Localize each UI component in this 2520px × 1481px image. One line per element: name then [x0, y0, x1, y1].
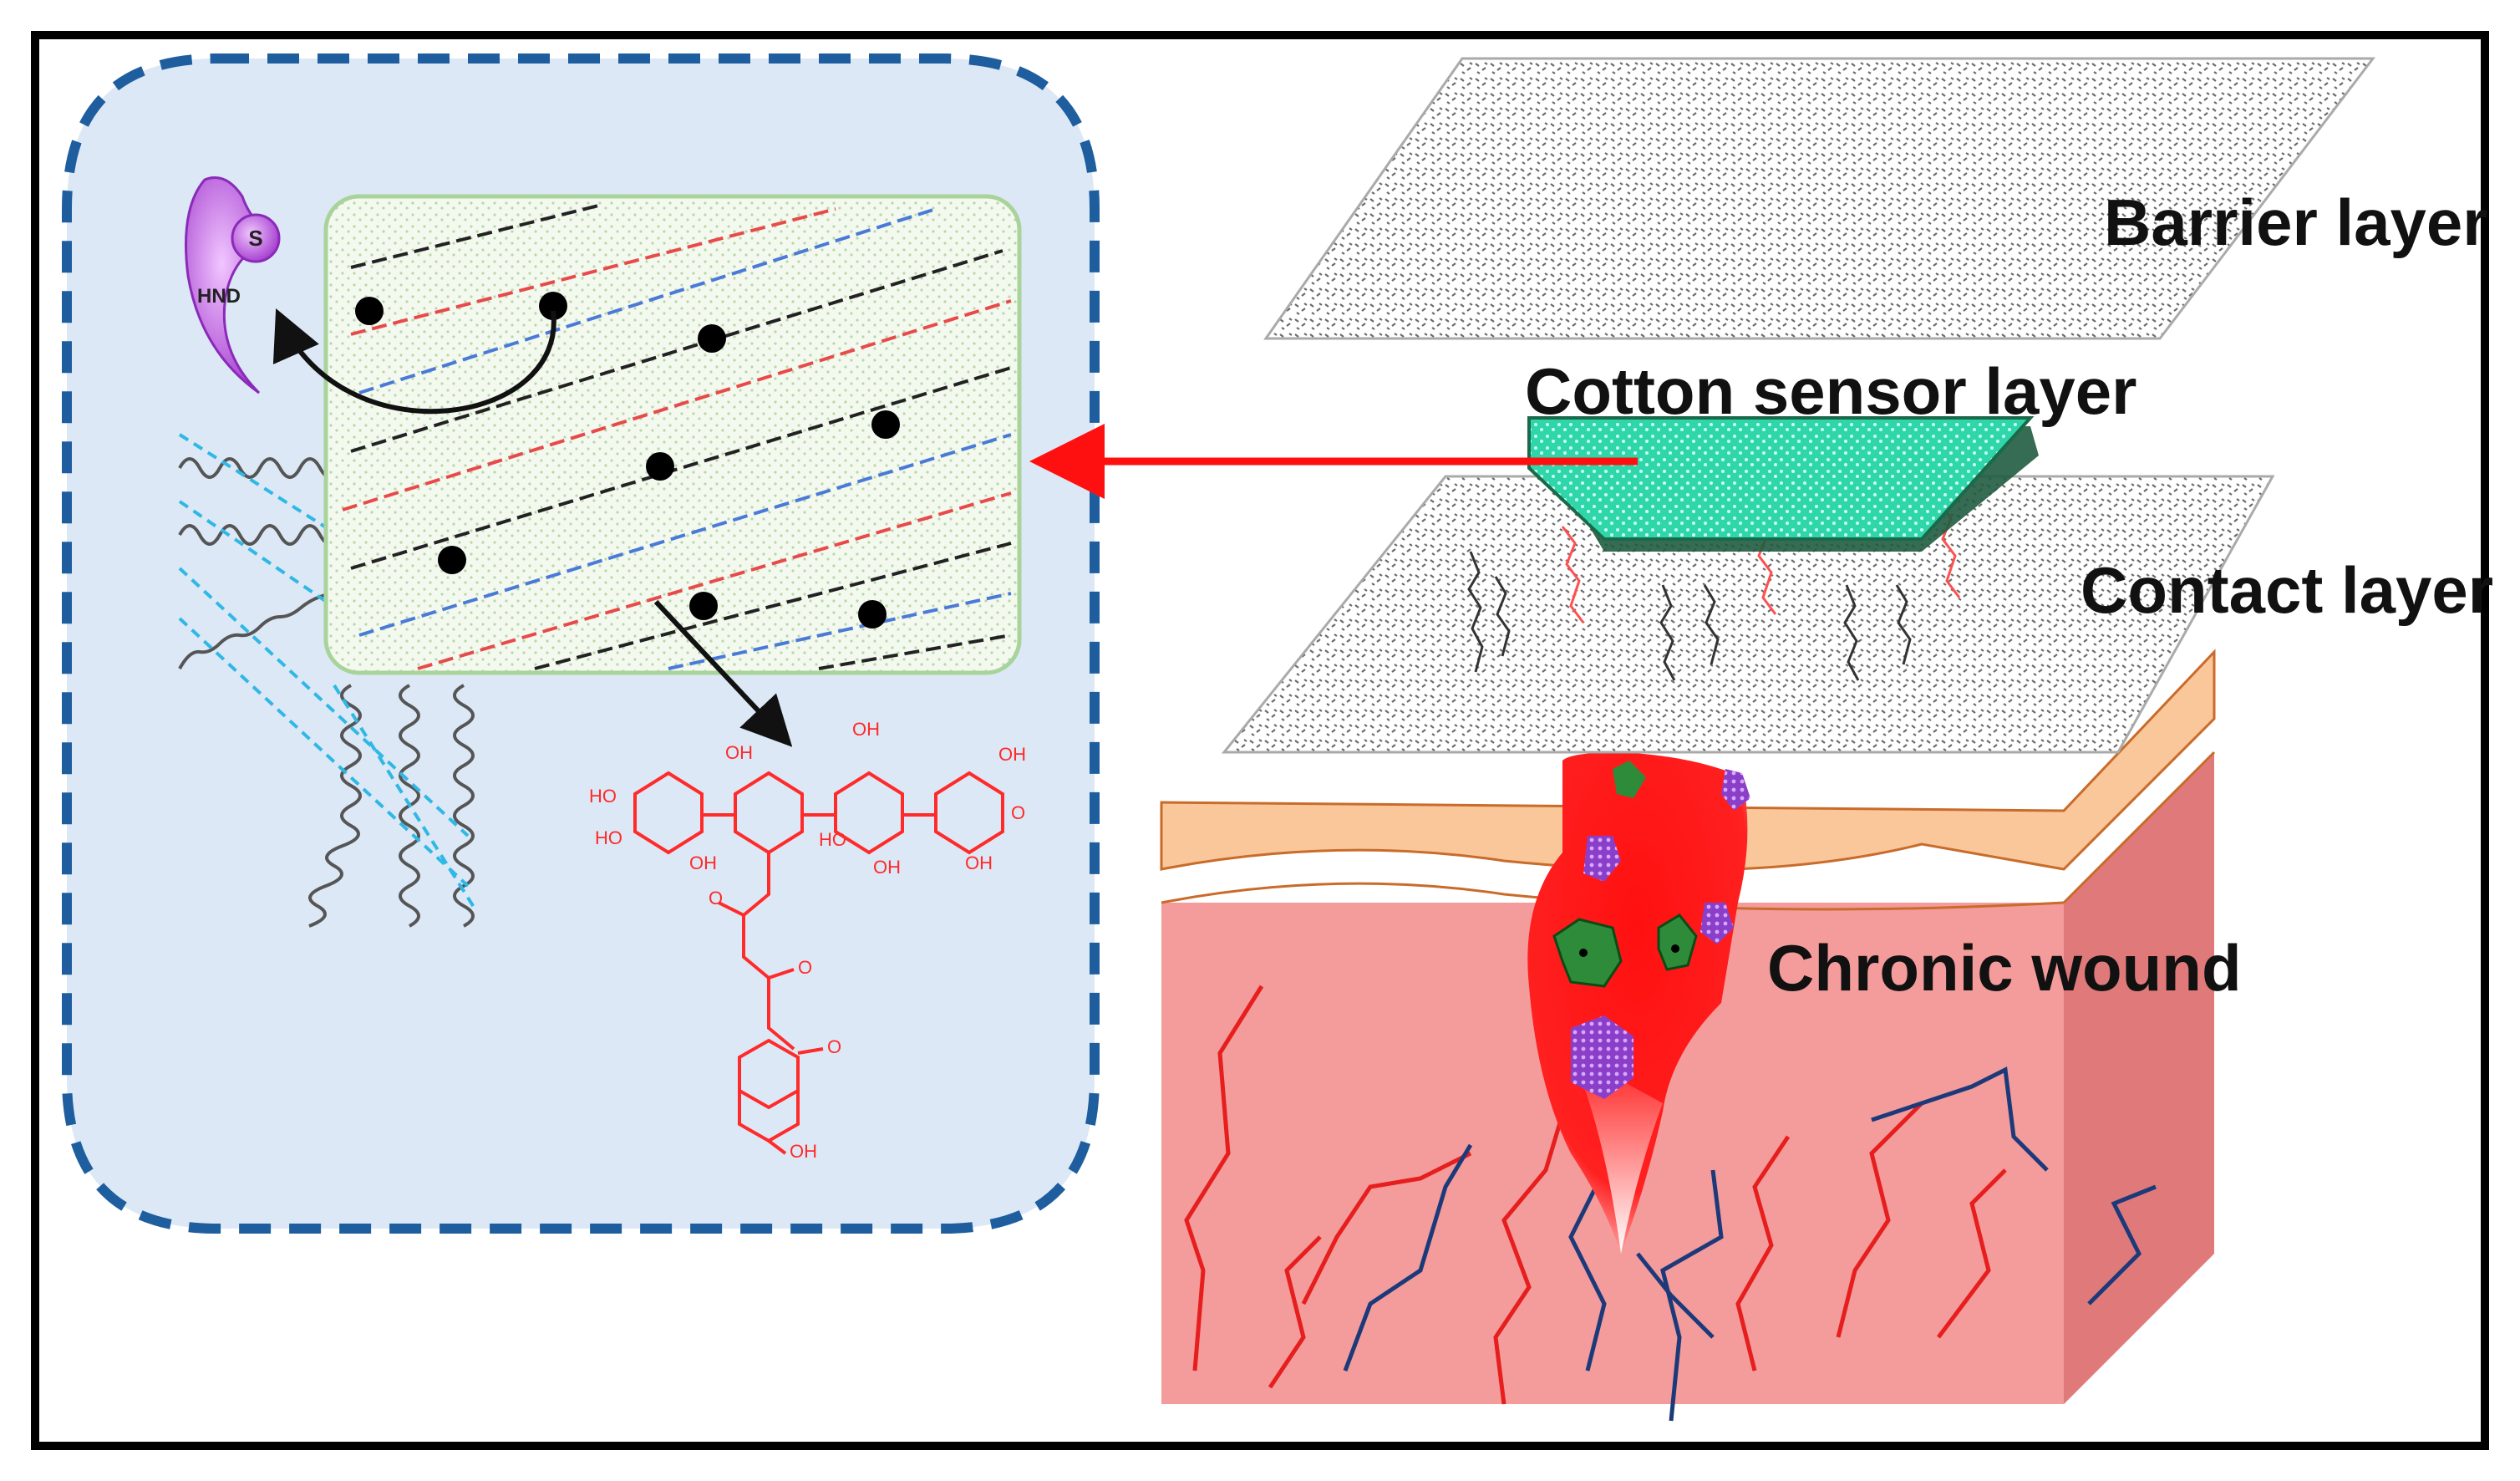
substrate-s-label: S — [248, 226, 262, 251]
svg-text:OH: OH — [852, 719, 880, 740]
sensor-fiber-block — [323, 194, 1022, 675]
tissue-block — [1160, 649, 2216, 1404]
svg-text:O: O — [798, 957, 812, 978]
contact-layer-label: Contact layer — [2081, 553, 2493, 627]
chronic-wound-label: Chronic wound — [1767, 931, 2242, 1005]
zoom-panel: S HND OH OH OH HO HO HO — [62, 53, 1100, 1234]
svg-text:O: O — [1011, 802, 1025, 823]
blood-vessels — [1184, 985, 2157, 1422]
substrate-dots — [355, 292, 900, 629]
hnd-label: HND — [197, 285, 241, 308]
curved-arrow — [273, 308, 556, 415]
pendant-molecules — [1467, 501, 1961, 681]
svg-text:O: O — [827, 1036, 841, 1057]
svg-text:OH: OH — [998, 744, 1026, 765]
svg-text:OH: OH — [725, 742, 753, 763]
svg-text:OH: OH — [873, 857, 901, 878]
hnd-enzyme: S HND — [185, 176, 281, 394]
barrier-layer-label: Barrier layer — [2104, 186, 2488, 259]
svg-text:OH: OH — [689, 852, 717, 873]
barrier-layer — [1263, 57, 2376, 340]
svg-text:HO: HO — [595, 827, 622, 848]
chemical-structure — [633, 771, 1004, 1155]
svg-text:HO: HO — [819, 829, 846, 850]
svg-text:OH: OH — [965, 852, 993, 873]
product-arrow — [653, 599, 793, 747]
svg-text:HO: HO — [589, 786, 617, 807]
fiber-lines — [342, 203, 1012, 670]
cotton-sensor-layer — [1527, 416, 2039, 552]
wound — [1527, 752, 1750, 1254]
svg-text:OH: OH — [790, 1141, 817, 1162]
chemical-labels: OH OH OH HO HO HO OH OH OH O O O O OH — [589, 719, 1026, 1162]
cellulose-strands — [178, 433, 478, 928]
svg-text:O: O — [709, 888, 723, 908]
cotton-sensor-layer-label: Cotton sensor layer — [1525, 354, 2137, 428]
